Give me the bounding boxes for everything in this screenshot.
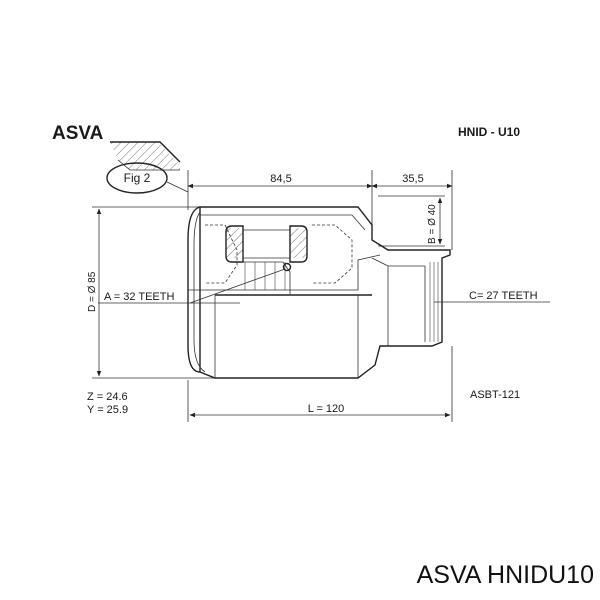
fig-label: Fig 2	[124, 171, 151, 185]
dim-total-length: L = 120	[308, 403, 345, 415]
teeth-c-callout: C= 27 TEETH	[434, 290, 550, 303]
dim-y: Y = 25.9	[87, 404, 128, 416]
dim-length-outer: 84,5	[270, 173, 291, 185]
dim-seal-diameter: B = Ø 40	[427, 204, 438, 244]
boot-kit-code: ASBT-121	[470, 389, 520, 401]
part-code: HNID - U10	[458, 125, 520, 139]
total-length-dimension: L = 120	[187, 346, 453, 422]
teeth-a-callout: A = 32 TEETH	[98, 268, 286, 304]
dim-teeth-c: C= 27 TEETH	[469, 290, 538, 302]
seal-diameter-dimension: B = Ø 40	[378, 195, 445, 247]
dim-length-stub: 35,5	[402, 173, 423, 185]
brand-logo: ASVA	[52, 123, 104, 144]
dim-outer-diameter: D = Ø 85	[87, 271, 98, 312]
dim-teeth-a: A = 32 TEETH	[104, 291, 174, 303]
top-dimensions: 84,5 35,5	[187, 170, 453, 250]
footer-title: ASVA HNIDU10	[417, 561, 594, 589]
fig-callout: Fig 2	[106, 141, 189, 194]
dim-z: Z = 24.6	[87, 391, 128, 403]
tripod-roller	[225, 225, 308, 294]
outer-diameter-dimension: D = Ø 85	[87, 206, 215, 379]
